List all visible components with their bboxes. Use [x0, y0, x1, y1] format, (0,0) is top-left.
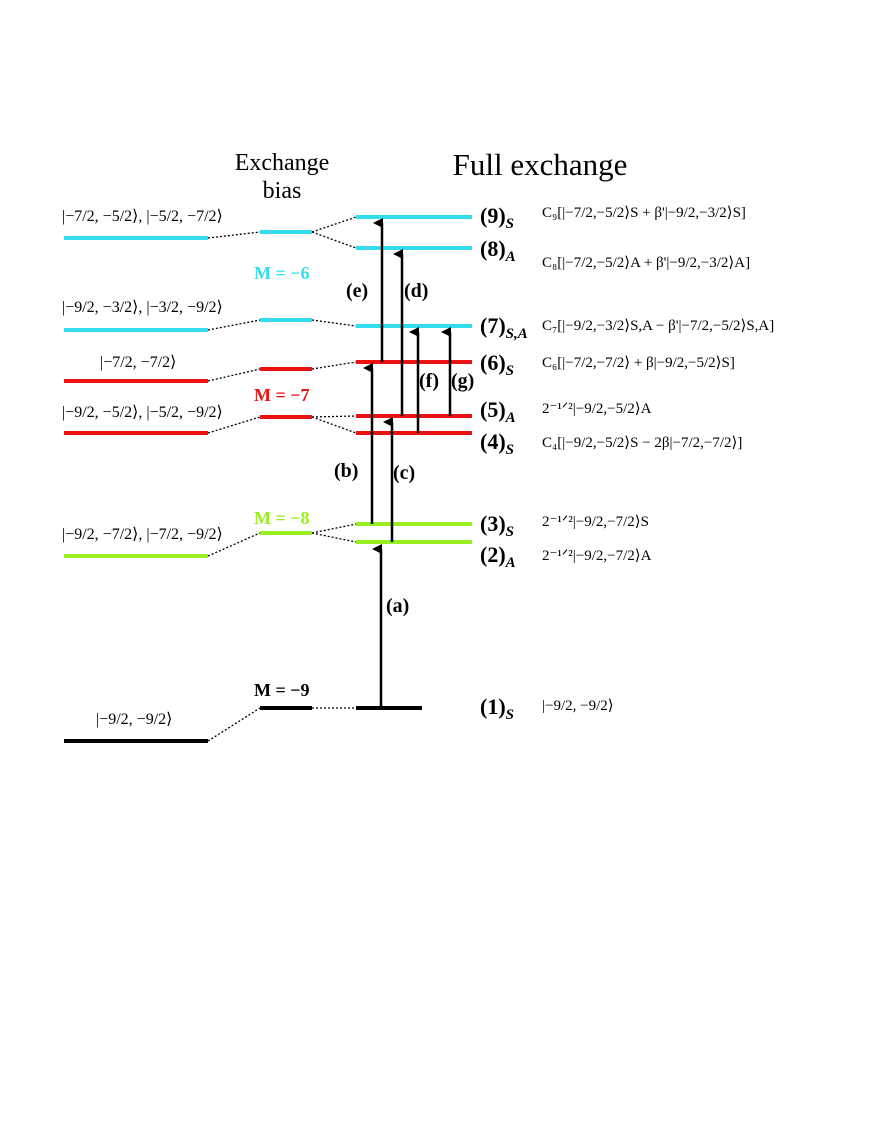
connector-dotted-line-9: [311, 319, 357, 327]
manifold-label-m6: M = −6: [254, 263, 310, 283]
exchange-bias-header-line1: Exchange: [234, 150, 330, 176]
uncoupled-state-m7-a: |−7/2, −7/2⟩: [100, 354, 177, 371]
connector-dotted-line-5: [207, 532, 261, 557]
connector-dotted-line-6: [207, 707, 261, 742]
level-state-4: C₄[|−9/2,−5/2⟩S − 2β|−7/2,−7/2⟩]: [542, 435, 743, 451]
transition-label-c: (c): [393, 462, 416, 484]
level-number-6: (6)S: [480, 350, 514, 379]
connector-dotted-line-1: [207, 231, 261, 239]
uncoupled-state-m9: |−9/2, −9/2⟩: [96, 711, 173, 728]
connector-dotted-line-3: [207, 368, 261, 382]
level-number-3: (3)S: [480, 511, 514, 540]
exchange-bias-header-line2: bias: [262, 177, 302, 204]
connector-dotted-line-2: [207, 319, 261, 331]
level-state-3: 2⁻¹ᐟ²|−9/2,−7/2⟩S: [542, 514, 649, 530]
connector-dotted-line-12: [311, 416, 357, 434]
transition-label-g: (g): [451, 370, 475, 392]
level-number-9: (9)S: [480, 203, 514, 232]
full-exchange-header: Full exchange: [452, 147, 628, 182]
level-number-8: (8)A: [480, 236, 516, 265]
level-state-7: C₇[|−9/2,−3/2⟩S,A − β'|−7/2,−5/2⟩S,A]: [542, 318, 775, 334]
level-state-9: C₉[|−7/2,−5/2⟩S + β'|−9/2,−3/2⟩S]: [542, 205, 746, 221]
level-number-7: (7)S,A: [480, 313, 528, 342]
transition-label-b: (b): [334, 460, 359, 482]
transition-label-d: (d): [404, 280, 429, 302]
uncoupled-state-m8: |−9/2, −7/2⟩, |−7/2, −9/2⟩: [62, 526, 223, 543]
level-state-2: 2⁻¹ᐟ²|−9/2,−7/2⟩A: [542, 548, 652, 564]
connector-dotted-line-14: [311, 532, 357, 543]
transition-label-a: (a): [386, 595, 410, 617]
level-number-2: (2)A: [480, 542, 516, 571]
level-number-1: (1)S: [480, 694, 514, 723]
transition-label-e: (e): [346, 280, 369, 302]
connector-dotted-line-13: [311, 523, 357, 534]
exchange-bias-header: Exchange bias: [222, 150, 342, 205]
connector-dotted-line-8: [311, 231, 357, 249]
level-state-8: C₈[|−7/2,−5/2⟩A + β'|−9/2,−3/2⟩A]: [542, 255, 751, 271]
level-state-5: 2⁻¹ᐟ²|−9/2,−5/2⟩A: [542, 401, 652, 417]
uncoupled-state-m6-a: |−7/2, −5/2⟩, |−5/2, −7/2⟩: [62, 208, 223, 225]
level-bars: [64, 215, 472, 743]
level-state-6: C₆[|−7/2,−7/2⟩ + β|−9/2,−5/2⟩S]: [542, 355, 735, 371]
connector-dotted-line-4: [207, 416, 261, 434]
manifold-label-m8: M = −8: [254, 508, 310, 528]
manifold-label-m9: M = −9: [254, 680, 310, 700]
transition-arrows: [363, 218, 452, 708]
connector-lines: [207, 216, 357, 742]
level-number-5: (5)A: [480, 397, 516, 426]
level-number-4: (4)S: [480, 429, 514, 458]
uncoupled-state-m6-b: |−9/2, −3/2⟩, |−3/2, −9/2⟩: [62, 299, 223, 316]
uncoupled-state-m7-b: |−9/2, −5/2⟩, |−5/2, −9/2⟩: [62, 404, 223, 421]
manifold-label-m7: M = −7: [254, 385, 310, 405]
connector-dotted-line-11: [311, 415, 357, 418]
connector-dotted-line-7: [311, 216, 357, 233]
level-state-1: |−9/2, −9/2⟩: [542, 698, 614, 714]
connector-dotted-line-10: [311, 361, 357, 370]
transition-label-f: (f): [419, 370, 439, 392]
